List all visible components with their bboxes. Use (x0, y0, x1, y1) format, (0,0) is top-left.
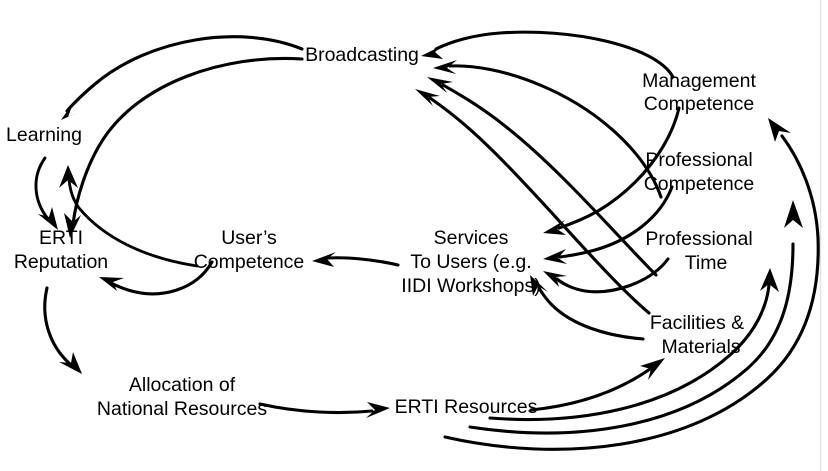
edge-erti-reputation-to-allocation (43, 286, 82, 374)
arrowhead-learning-in-2 (59, 165, 78, 188)
node-users-competence[interactable]: User’s Competence (194, 227, 305, 273)
edge-services-to-users-competence (312, 252, 400, 267)
arrowhead-services-in-3 (543, 271, 567, 287)
node-label-services-line2: To Users (e.g. (410, 251, 531, 273)
node-erti-reputation[interactable]: ERTI Reputation (14, 227, 108, 273)
node-label-professional-time-line1: Professional (645, 228, 752, 250)
node-label-services-line1: Services (434, 227, 509, 249)
arrowhead-facilities-in (640, 358, 665, 380)
edge-erti-resources-to-management-competence (443, 118, 820, 451)
arrowhead-erti-reputation-in-c (99, 277, 124, 291)
node-label-users-competence-line2: Competence (194, 251, 305, 273)
arrowhead-users-competence-in (312, 252, 336, 267)
node-label-broadcasting: Broadcasting (305, 44, 419, 66)
node-label-management-competence-line2: Competence (644, 93, 755, 115)
edge-erti-resources-to-professional-competence (468, 200, 803, 435)
node-label-facilities-line1: Facilities & (650, 312, 744, 334)
node-learning[interactable]: Learning (6, 124, 82, 146)
node-services-to-users[interactable]: Services To Users (e.g. IIDI Workshops) (401, 227, 540, 297)
edge-users-competence-to-erti-reputation (99, 260, 214, 296)
arrowhead-allocation-in (59, 352, 82, 374)
edge-professional-time-to-services (543, 257, 670, 294)
node-professional-competence[interactable]: Professional Competence (644, 149, 755, 195)
edge-allocation-to-erti-resources (258, 402, 390, 418)
arrowhead-broadcasting-in-4 (415, 89, 440, 106)
edge-facilities-to-services (530, 275, 645, 341)
arrowhead-erti-reputation-in-b (64, 213, 81, 238)
node-allocation-national-resources[interactable]: Allocation of National Resources (97, 374, 267, 420)
node-label-erti-reputation-line2: Reputation (14, 251, 108, 273)
arrowhead-erti-resources-in (366, 402, 390, 418)
edge-erti-resources-to-facilities (529, 358, 665, 412)
node-label-professional-competence-line2: Competence (644, 173, 755, 195)
node-label-erti-resources: ERTI Resources (395, 396, 538, 418)
edge-erti-resources-to-professional-time (488, 268, 779, 422)
node-label-professional-competence-line1: Professional (645, 149, 752, 171)
node-label-users-competence-line1: User’s (221, 227, 277, 249)
node-facilities-materials[interactable]: Facilities & Materials (650, 312, 744, 358)
edge-facilities-to-broadcasting (415, 89, 651, 315)
arrowhead-learning-in (61, 101, 79, 120)
edge-users-competence-to-learning (59, 165, 199, 268)
arrowhead-management-competence-in (768, 118, 791, 142)
node-label-services-line3: IIDI Workshops) (401, 275, 540, 297)
arrowhead-erti-reputation-in-a (38, 207, 58, 230)
node-erti-resources[interactable]: ERTI Resources (395, 396, 538, 418)
arrowhead-services-in-4 (530, 275, 548, 296)
node-label-allocation-line1: Allocation of (129, 374, 236, 396)
edge-professional-competence-to-services (543, 185, 674, 264)
node-label-management-competence-line1: Management (642, 70, 756, 92)
arrowhead-services-in-1 (543, 220, 566, 235)
node-label-facilities-line2: Materials (661, 336, 740, 358)
node-label-erti-reputation-line1: ERTI (39, 227, 83, 249)
edge-learning-to-erti-reputation (34, 156, 58, 230)
edge-broadcasting-to-learning (61, 35, 304, 120)
arrowhead-broadcasting-in-3 (427, 77, 453, 93)
edge-management-competence-to-broadcasting (421, 30, 675, 79)
node-management-competence[interactable]: Management Competence (642, 70, 756, 115)
edge-broadcasting-to-erti-reputation (64, 56, 304, 238)
arrowhead-broadcasting-in-1 (421, 44, 445, 59)
edge-management-competence-to-services (543, 106, 681, 235)
edge-professional-competence-to-broadcasting (433, 60, 663, 199)
node-label-allocation-line2: National Resources (97, 398, 267, 420)
edge-professional-time-to-broadcasting (427, 77, 658, 277)
node-label-professional-time-line2: Time (685, 252, 728, 274)
arrowhead-professional-competence-in (784, 200, 803, 228)
node-label-learning: Learning (6, 124, 82, 146)
node-broadcasting[interactable]: Broadcasting (305, 44, 419, 66)
arrowhead-professional-time-in (760, 268, 779, 292)
arrowhead-services-in-2 (543, 249, 567, 264)
arrowhead-broadcasting-in-2 (433, 60, 457, 74)
node-professional-time[interactable]: Professional Time (645, 228, 752, 274)
